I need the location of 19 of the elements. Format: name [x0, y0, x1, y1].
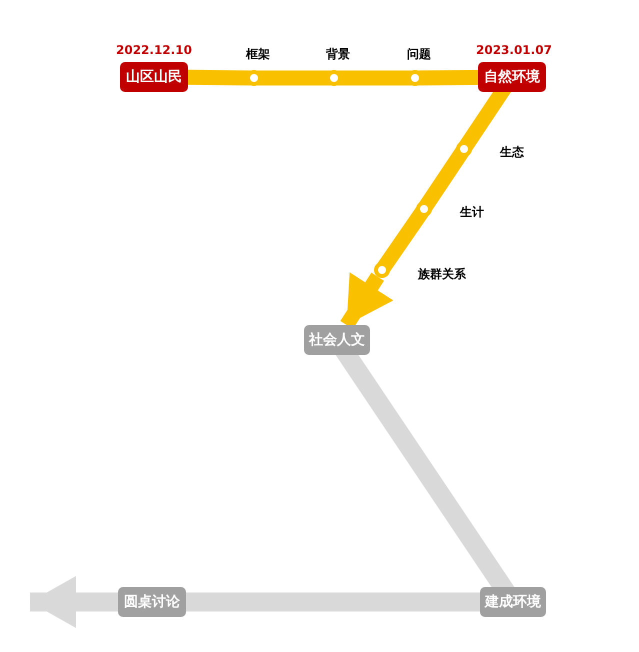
station-name: 自然环境	[484, 68, 540, 86]
station-name: 建成环境	[485, 593, 541, 611]
arrow	[30, 576, 118, 628]
station-box	[118, 587, 186, 617]
station-label: 族群关系	[418, 266, 466, 282]
route-line	[379, 208, 427, 271]
station-label: 生计	[460, 204, 484, 220]
station-label: 背景	[326, 46, 350, 62]
station-label: 问题	[407, 46, 431, 62]
station-name: 社会人文	[309, 331, 365, 349]
station-name: 山区山民	[126, 68, 182, 86]
station-name: 圆桌讨论	[124, 593, 180, 611]
station-label: 生态	[500, 144, 524, 160]
date-label: 2023.01.07	[476, 43, 552, 57]
date-label: 2022.12.10	[116, 43, 192, 57]
route-line	[420, 148, 468, 210]
station-box	[480, 587, 546, 617]
station-label: 框架	[246, 46, 270, 62]
station-box	[304, 325, 370, 355]
